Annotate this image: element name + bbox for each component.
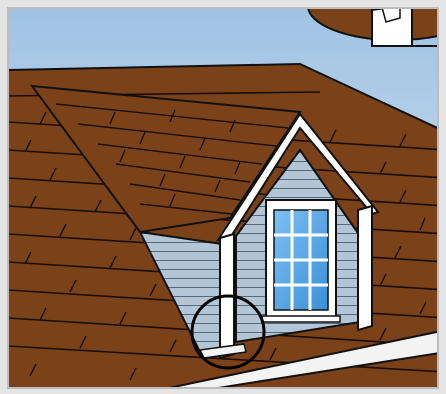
window-sill xyxy=(262,316,340,322)
right-corner-board xyxy=(358,206,372,330)
